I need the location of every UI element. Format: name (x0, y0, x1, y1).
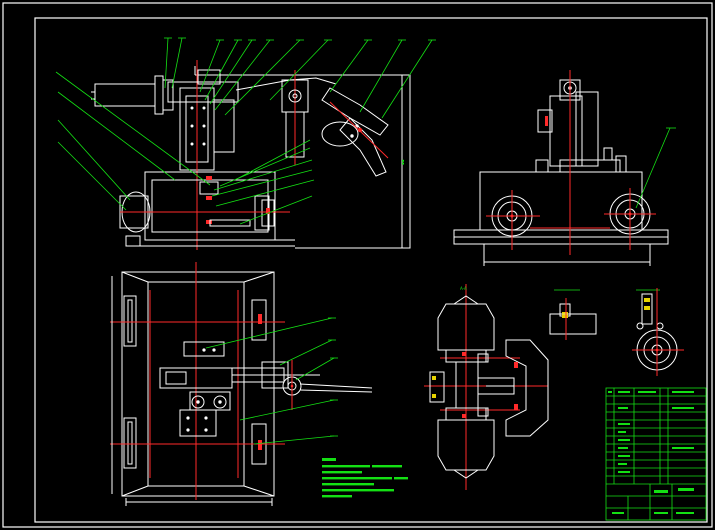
top-view-leaders (205, 317, 338, 445)
front-view: ▪▪ (91, 60, 411, 250)
detail-b (632, 288, 684, 376)
side-view (453, 70, 676, 266)
svg-text:A-A: A-A (460, 286, 467, 291)
top-view (110, 262, 373, 506)
svg-text:▪▪: ▪▪ (400, 159, 405, 165)
inner-frame (34, 17, 708, 523)
technical-notes (322, 458, 408, 498)
title-block (605, 387, 707, 521)
front-view-leaders (55, 37, 436, 225)
detail-a (549, 289, 597, 340)
section-detail: A-A (424, 284, 549, 490)
